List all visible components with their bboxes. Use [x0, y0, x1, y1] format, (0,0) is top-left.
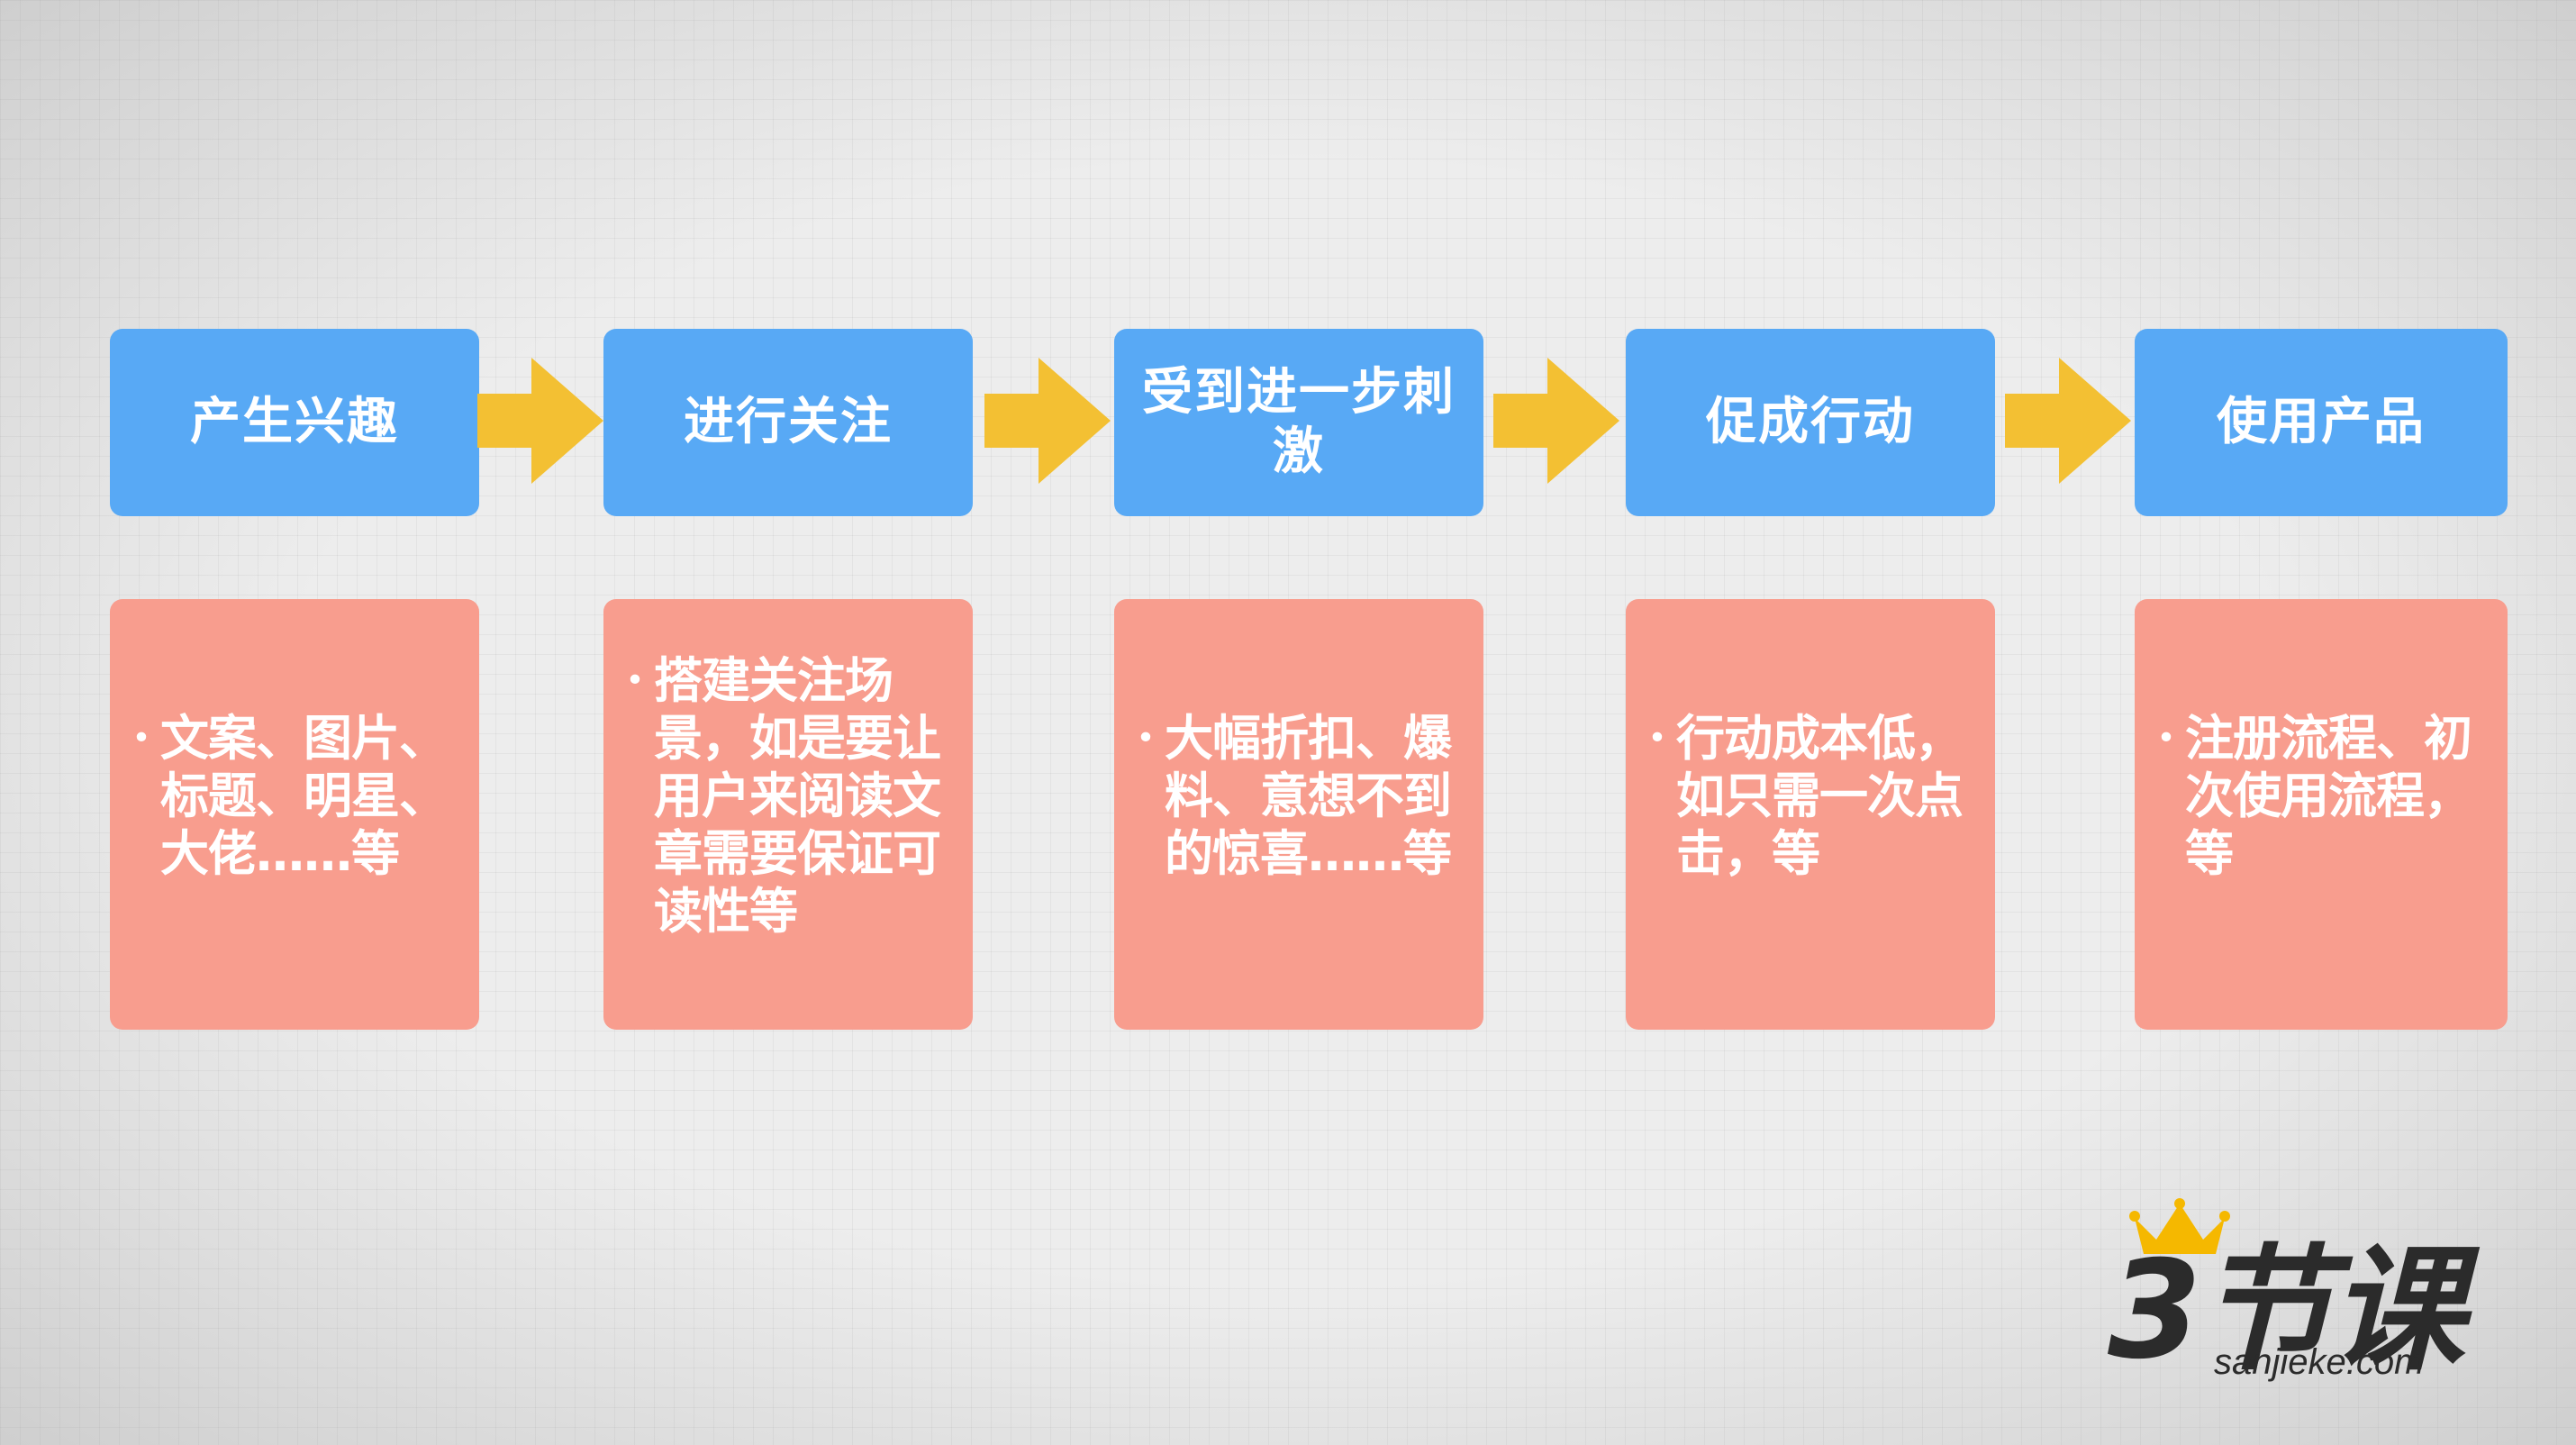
- detail-box-4: • 行动成本低，如只需一次点击，等: [1626, 599, 1995, 1030]
- brand-logo: 3节课 sanjieke.com: [2099, 1198, 2477, 1396]
- step-title: 使用产品: [2217, 393, 2426, 451]
- crown-icon: [2129, 1198, 2230, 1254]
- right-arrow-icon: [984, 358, 1111, 484]
- logo-domain-text: sanjieke.com: [2214, 1342, 2425, 1382]
- right-arrow-icon: [2005, 358, 2131, 484]
- detail-text: 行动成本低，如只需一次点击，等: [1676, 710, 1964, 882]
- step-title: 产生兴趣: [190, 393, 399, 451]
- logo-main-text: 3节课: [2108, 1232, 2464, 1389]
- step-box-2: 进行关注: [603, 329, 973, 516]
- right-arrow-icon: [1493, 358, 1619, 484]
- detail-box-2: • 搭建关注场景，如是要让用户来阅读文章需要保证可读性等: [603, 599, 973, 1030]
- detail-box-3: • 大幅折扣、爆料、意想不到的惊喜……等: [1114, 599, 1483, 1030]
- step-title: 促成行动: [1706, 393, 1915, 451]
- bullet-icon: •: [132, 720, 151, 757]
- step-box-3: 受到进一步刺激: [1114, 329, 1483, 516]
- step-title: 受到进一步刺激: [1142, 363, 1456, 481]
- detail-box-5: • 注册流程、初次使用流程，等: [2135, 599, 2508, 1030]
- detail-text: 大幅折扣、爆料、意想不到的惊喜……等: [1165, 710, 1452, 882]
- bullet-icon: •: [2156, 720, 2176, 757]
- detail-text: 注册流程、初次使用流程，等: [2185, 710, 2472, 882]
- detail-text: 搭建关注场景，如是要让用户来阅读文章需要保证可读性等: [654, 652, 941, 940]
- right-arrow-icon: [477, 358, 603, 484]
- step-title: 进行关注: [684, 393, 893, 451]
- step-box-4: 促成行动: [1626, 329, 1995, 516]
- bullet-icon: •: [625, 662, 645, 699]
- detail-text: 文案、图片、标题、明星、大佬……等: [160, 710, 448, 882]
- step-box-1: 产生兴趣: [110, 329, 479, 516]
- bullet-icon: •: [1136, 720, 1156, 757]
- detail-box-1: • 文案、图片、标题、明星、大佬……等: [110, 599, 479, 1030]
- step-box-5: 使用产品: [2135, 329, 2508, 516]
- bullet-icon: •: [1647, 720, 1667, 757]
